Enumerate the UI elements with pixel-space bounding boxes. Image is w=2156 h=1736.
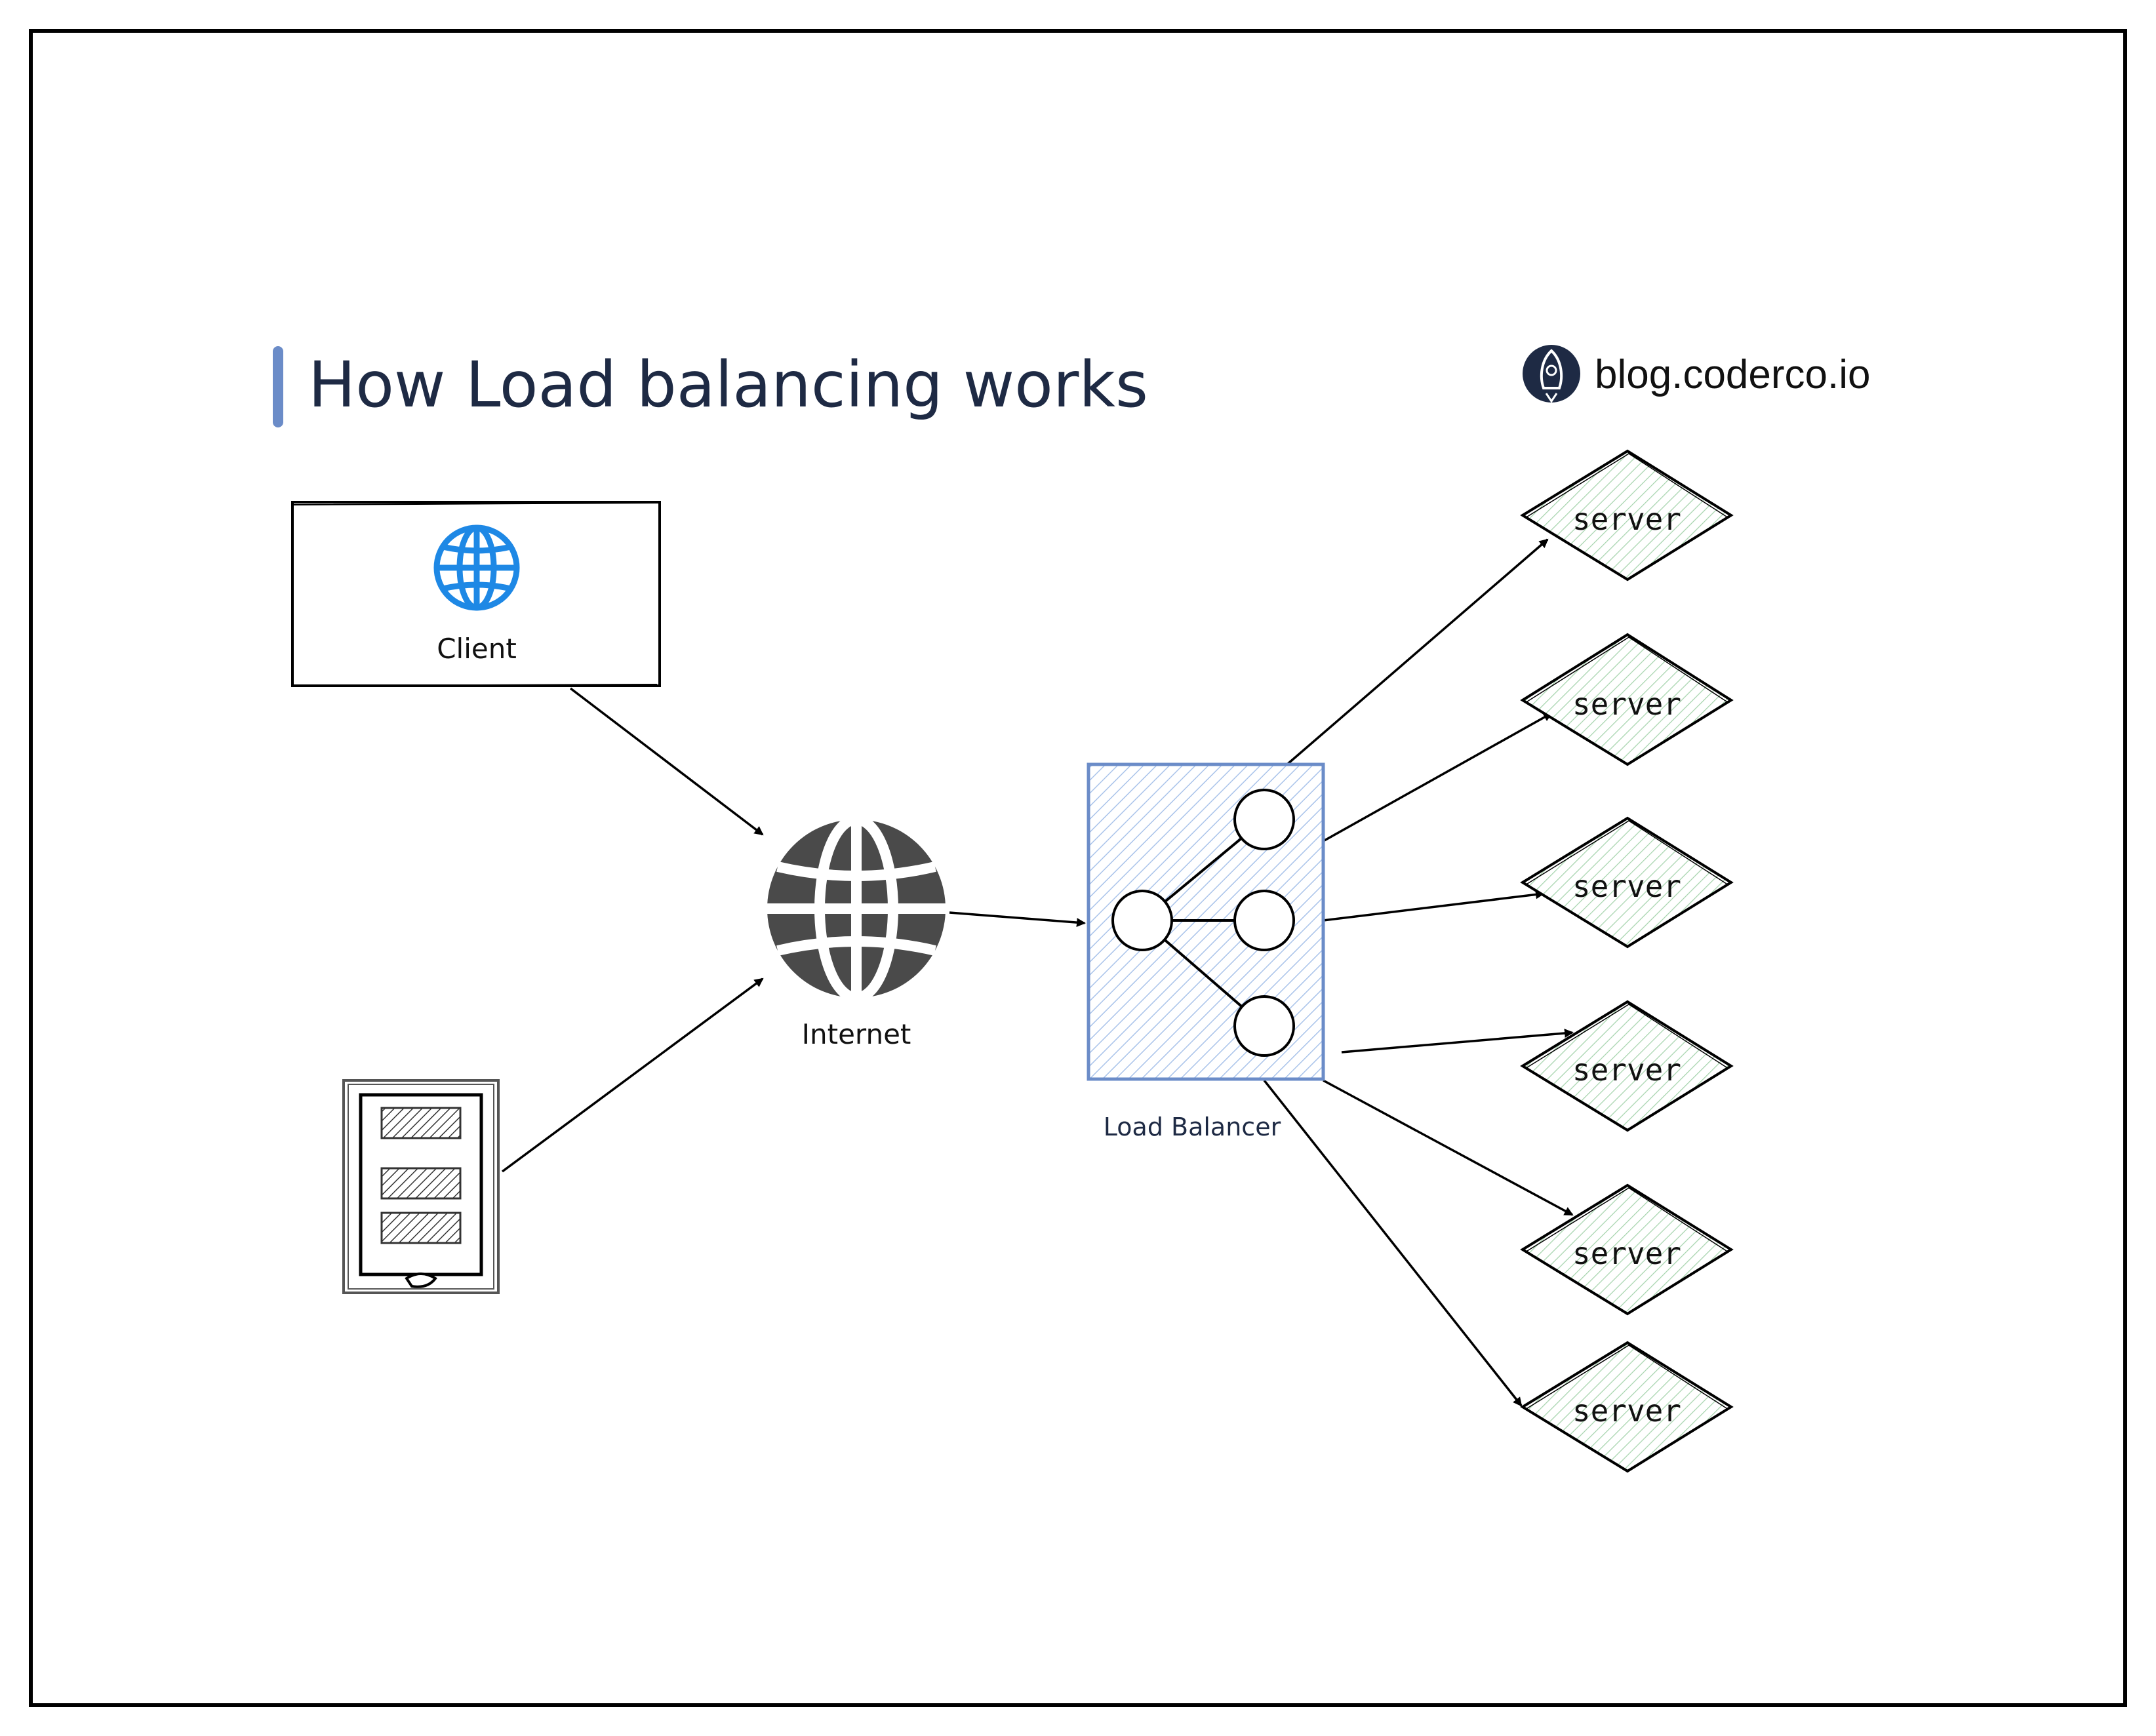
lb-node-root	[1111, 890, 1173, 951]
load-balancer-node[interactable]: Load Balancer	[1087, 762, 1325, 1141]
arrow-lb-to-server-6	[1263, 1079, 1523, 1407]
server-node[interactable]: server	[1520, 633, 1734, 766]
lb-node-child	[1233, 890, 1295, 951]
canvas-frame	[29, 29, 2127, 1707]
brand-block: blog.coderco.io	[1523, 345, 1871, 403]
server-label: server	[1572, 1393, 1681, 1429]
server-diamond	[1520, 449, 1734, 582]
server-node[interactable]: server	[1520, 1183, 1734, 1316]
routing-tree-icon	[1111, 789, 1295, 1057]
arrow-internet-to-load-balancer	[949, 911, 1086, 928]
internet-node[interactable]: Internet	[767, 814, 946, 1050]
globe-icon	[767, 814, 946, 1003]
arrow-lb-to-server-4	[1341, 1029, 1574, 1054]
arrow-client-to-internet	[569, 687, 764, 836]
server-diamond	[1520, 1341, 1734, 1473]
title-accent-bar	[273, 346, 283, 427]
arrow-lb-to-server-2	[1323, 712, 1553, 842]
arrow-lb-to-server-3	[1323, 890, 1545, 922]
brand-link[interactable]: blog.coderco.io	[1595, 352, 1871, 397]
server-label: server	[1572, 1052, 1681, 1088]
mobile-list-row	[380, 1212, 462, 1244]
mobile-list-row	[380, 1167, 462, 1200]
title-block: How Load balancing works	[273, 346, 1148, 427]
server-node[interactable]: server	[1520, 1000, 1734, 1132]
internet-label: Internet	[802, 1018, 911, 1050]
server-node[interactable]: server	[1520, 816, 1734, 949]
rocket-badge-icon	[1523, 345, 1580, 403]
server-label: server	[1572, 869, 1681, 904]
arrow-mobile-to-internet	[501, 977, 764, 1173]
server-diamond	[1520, 1000, 1734, 1132]
client-node[interactable]: Client	[291, 501, 661, 687]
globe-icon	[433, 524, 520, 611]
server-label: server	[1572, 686, 1681, 722]
server-label: server	[1572, 502, 1681, 537]
lb-node-child	[1233, 995, 1295, 1057]
server-node[interactable]: server	[1520, 449, 1734, 582]
server-diamond	[1520, 1183, 1734, 1316]
mobile-device-icon[interactable]	[342, 1079, 500, 1294]
client-label: Client	[437, 633, 517, 665]
load-balancer-label: Load Balancer	[1104, 1113, 1281, 1141]
mobile-list-row	[380, 1107, 462, 1139]
server-group: server server server server server serve…	[1520, 449, 1734, 1473]
server-diamond	[1520, 816, 1734, 949]
server-diamond	[1520, 633, 1734, 766]
arrow-lb-to-server-1	[1287, 538, 1549, 765]
page-title: How Load balancing works	[308, 348, 1148, 422]
connectors	[501, 538, 1574, 1407]
home-button	[405, 1272, 437, 1288]
server-node[interactable]: server	[1520, 1341, 1734, 1473]
arrow-lb-to-server-5	[1323, 1079, 1574, 1216]
server-label: server	[1572, 1236, 1681, 1271]
lb-node-child	[1233, 789, 1295, 850]
